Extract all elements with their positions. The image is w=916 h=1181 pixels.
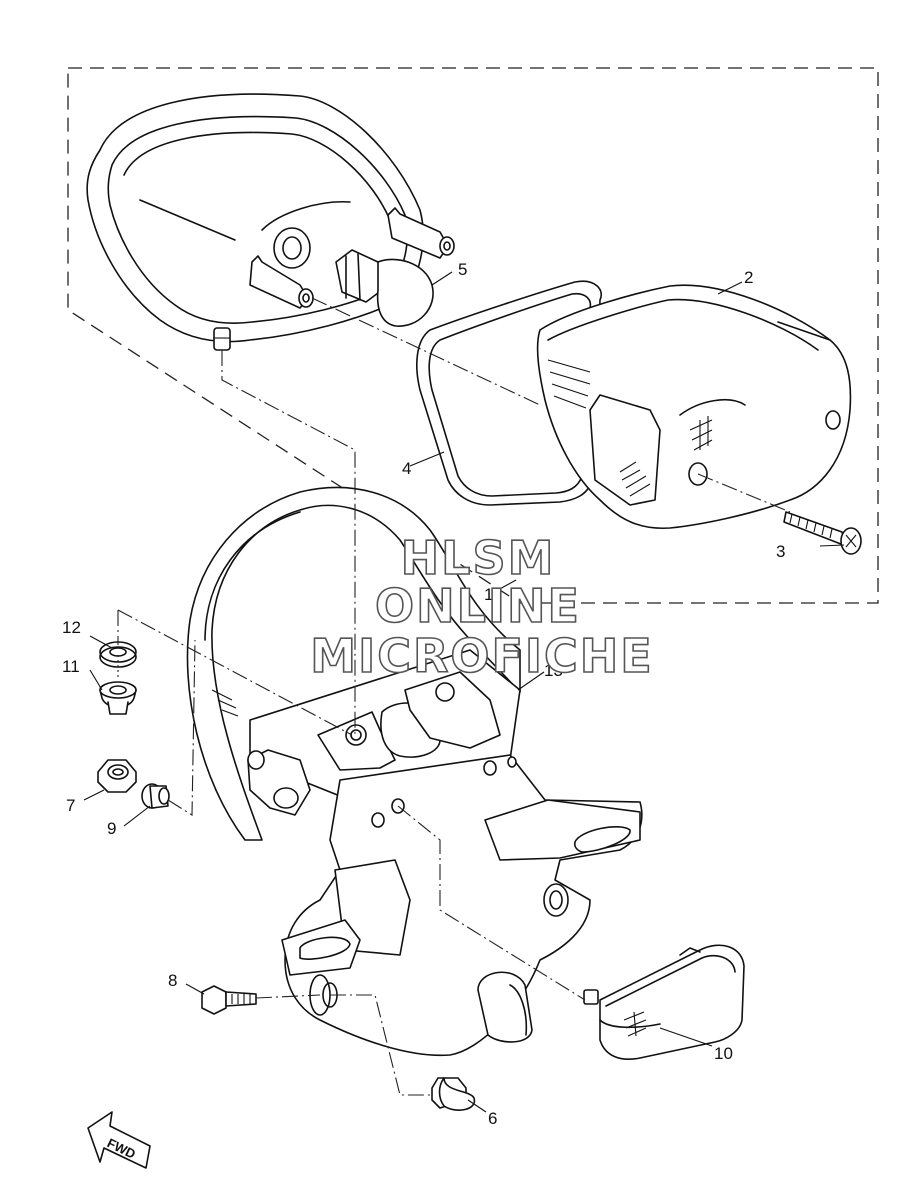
lens [536,284,852,530]
bolt [201,985,257,1015]
forward-direction-arrow: FWD [87,1111,151,1169]
grommet [99,681,137,715]
chain-line [330,994,432,1096]
callout-13: 13 [544,661,563,680]
assembly-boundary [67,67,879,604]
chain-line [167,639,196,816]
callout-10: 10 [714,1044,733,1063]
chain-line [255,994,321,999]
collar [141,783,170,809]
license-bracket [186,486,643,1057]
chain-line [221,350,356,735]
callout-12: 12 [62,618,81,637]
flange-nut [97,759,137,793]
callout-6: 6 [488,1109,497,1128]
callout-1: 1 [484,585,493,604]
svg-text:MICROFICHE: MICROFICHE [310,629,653,683]
chain-line [117,609,353,736]
watermark: HLSM ONLINE MICROFICHE [309,530,653,684]
callout-4: 4 [402,459,411,478]
callout-8: 8 [168,971,177,990]
callout-3: 3 [776,542,785,561]
callout-9: 9 [107,819,116,838]
lens-screw [783,511,862,555]
svg-text:HLSM: HLSM [401,531,556,585]
chain-line [697,473,791,513]
cap-nut [431,1077,476,1111]
callout-7: 7 [66,796,75,815]
svg-text:ONLINE: ONLINE [375,579,581,633]
washer [99,641,137,668]
callout-5: 5 [458,260,467,279]
callout-11: 11 [62,657,80,676]
callout-2: 2 [744,268,753,287]
chain-line [311,297,541,406]
reflector [583,944,745,1060]
bulb [335,249,434,327]
chain-line [397,805,586,1001]
